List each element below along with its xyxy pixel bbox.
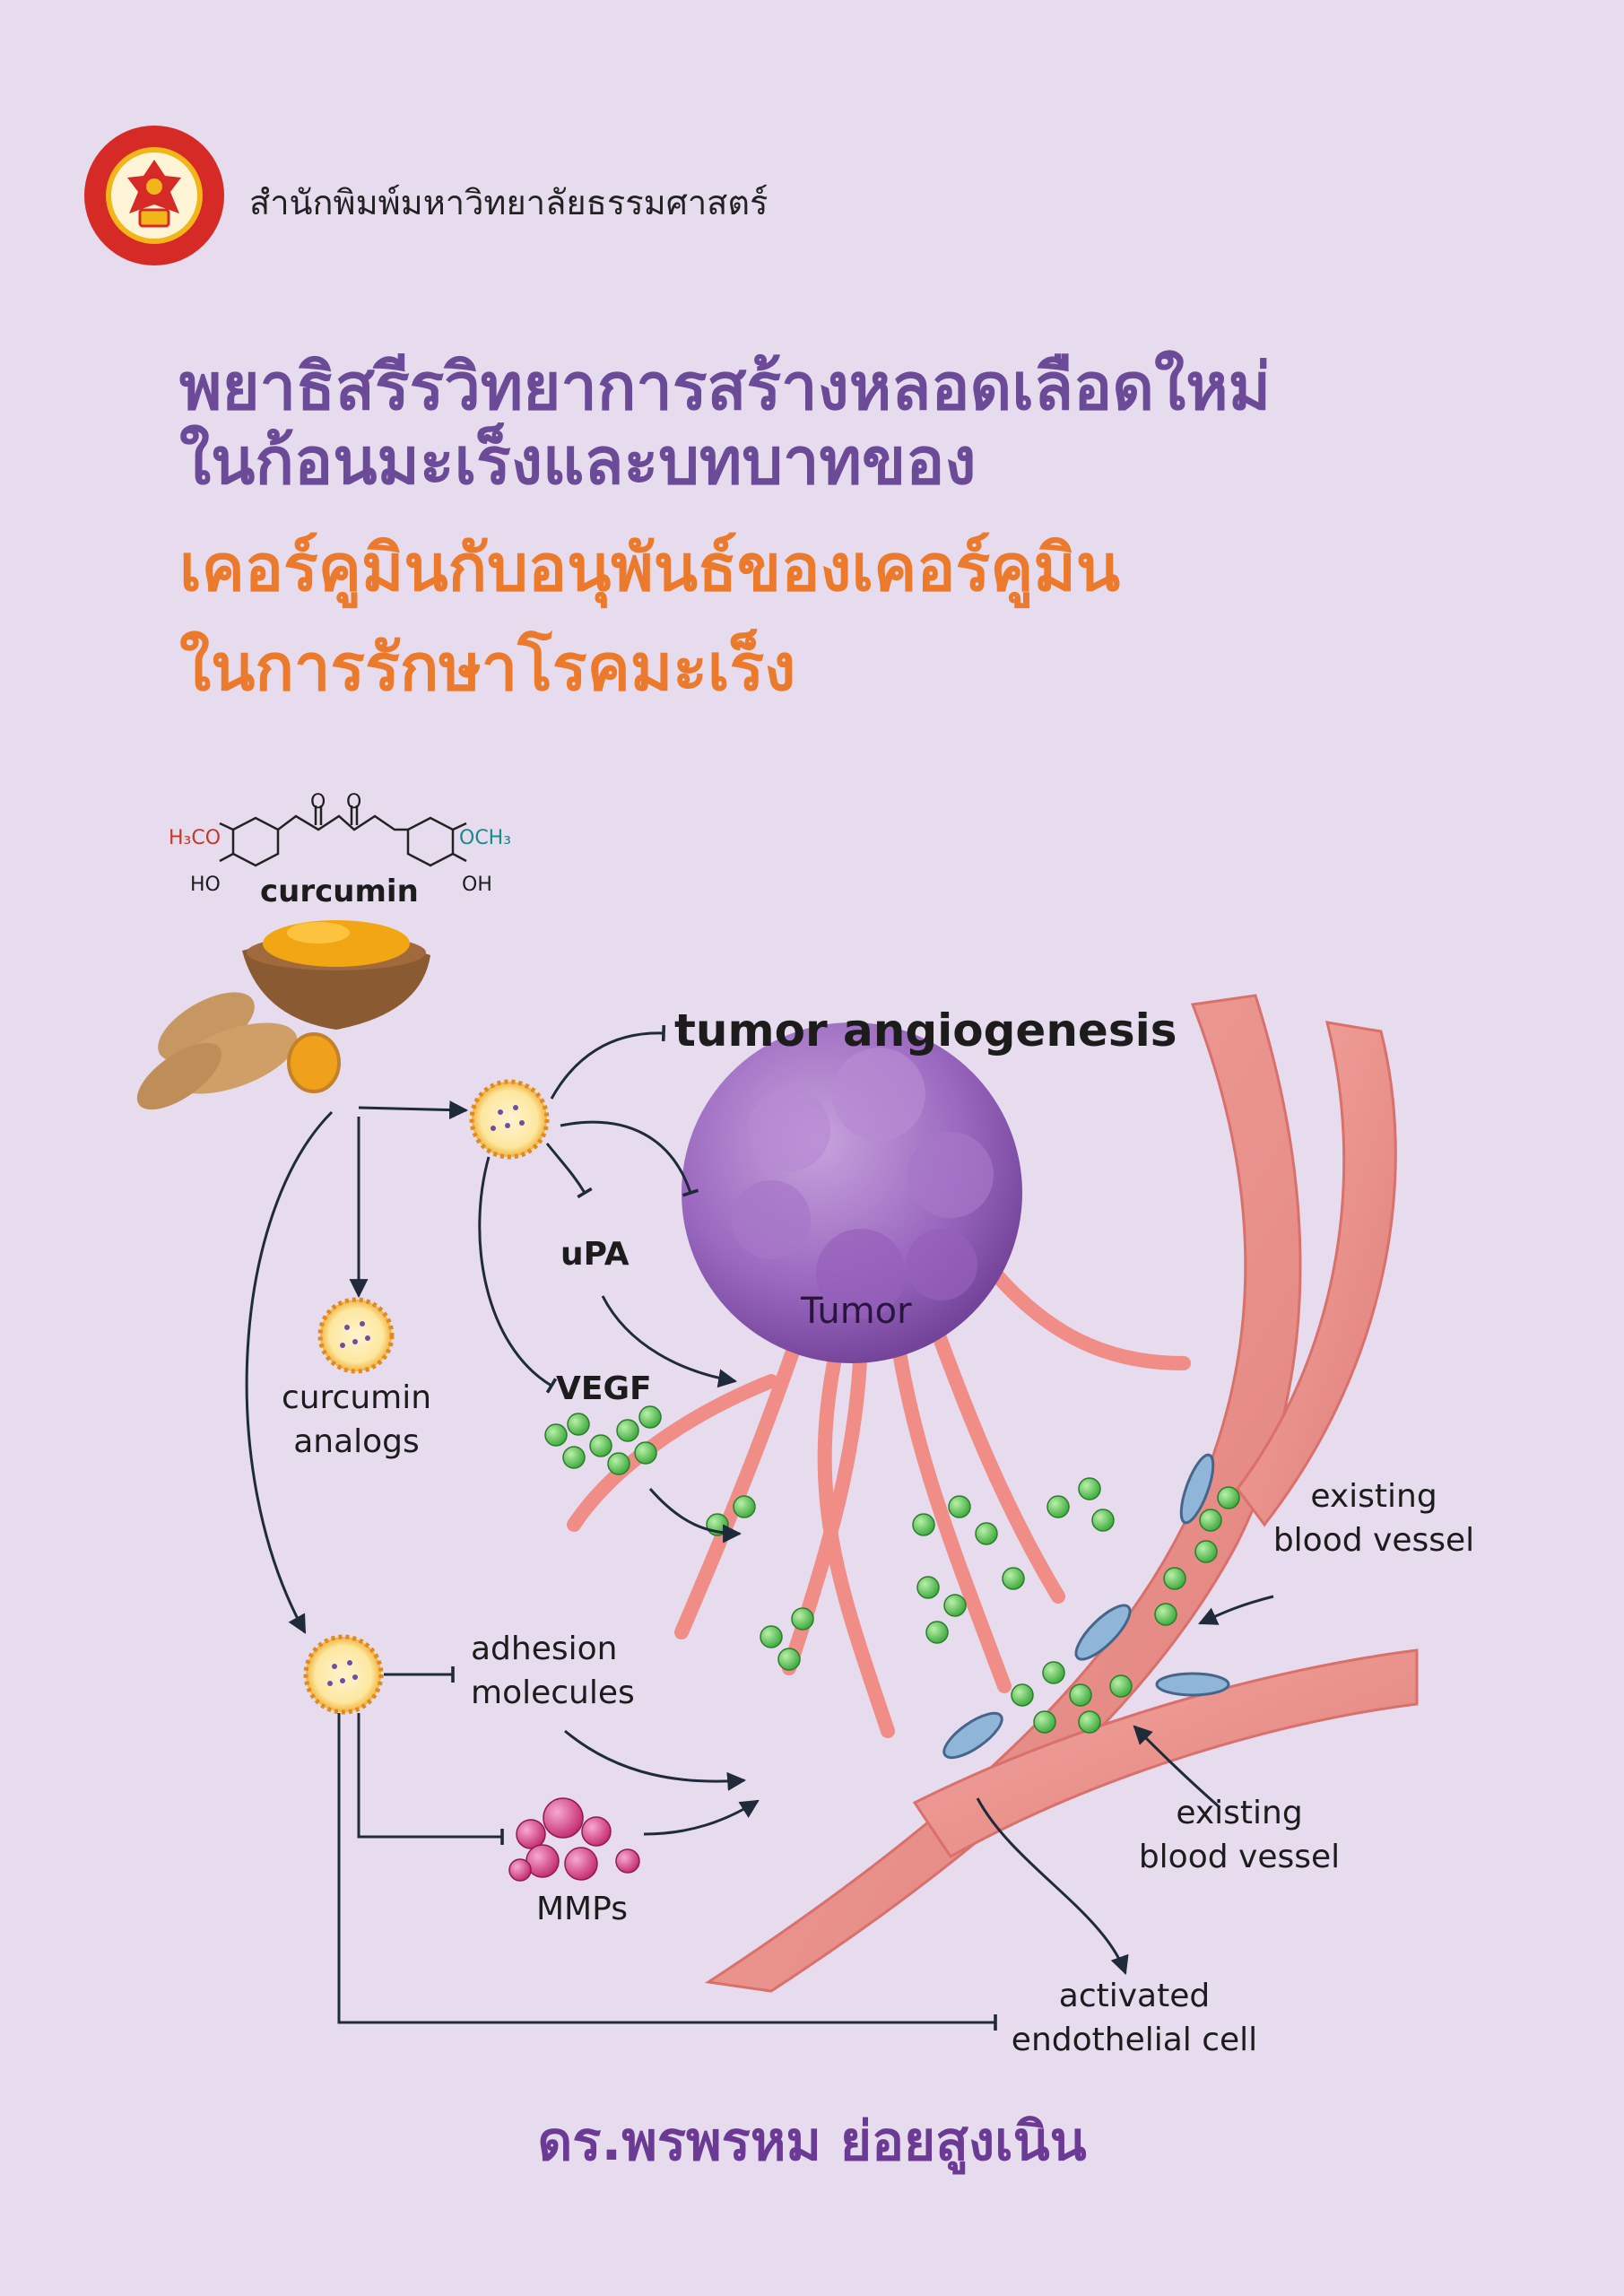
tumor-angiogenesis-heading: tumor angiogenesis bbox=[674, 1004, 1177, 1057]
mmps-cluster bbox=[508, 1797, 640, 1882]
turmeric-icon bbox=[136, 920, 430, 1110]
curcumin-analogs-liposome bbox=[317, 1297, 395, 1374]
curcumin-liposome-bottom bbox=[303, 1634, 384, 1715]
author-name: ดร.พรพรหม ย่อยสูงเนิน bbox=[537, 2110, 1087, 2173]
vegf-label: VEGF bbox=[556, 1370, 652, 1407]
book-title: พยาธิสรีรวิทยาการสร้างหลอดเลือดใหม่ ในก้… bbox=[179, 350, 1524, 718]
blood-vessel-branch bbox=[1236, 1021, 1397, 1527]
tumor-mass bbox=[682, 1022, 1022, 1363]
publisher-name: สำนักพิมพ์มหาวิทยาลัยธรรมศาสตร์ bbox=[249, 183, 769, 222]
vegf-particles bbox=[544, 1405, 662, 1475]
analogs-line-1: curcumin bbox=[281, 1379, 432, 1416]
chem-oh: OH bbox=[462, 874, 492, 896]
adhesion-line-2: molecules bbox=[471, 1674, 635, 1711]
curcumin-analogs-label: curcumin analogs bbox=[278, 1377, 435, 1464]
existing-vessel-top-label: existing blood vessel bbox=[1266, 1475, 1481, 1562]
angiogenesis-diagram: H₃CO OCH₃ HO OH O O curcumin tumor angio… bbox=[0, 789, 1624, 2081]
chem-right-group: OCH₃ bbox=[459, 827, 512, 849]
activated-endothelial-label: activated endothelial cell bbox=[1004, 1975, 1264, 2062]
endo-line-1: activated bbox=[1058, 1978, 1211, 2014]
tumor-label: Tumor bbox=[801, 1291, 912, 1332]
title-line-2: ในก้อนมะเร็งและบทบาทของ bbox=[179, 422, 977, 499]
upa-label: uPA bbox=[560, 1236, 630, 1273]
vessel-bottom-line-2: blood vessel bbox=[1138, 1838, 1341, 1875]
vessel-top-line-1: existing bbox=[1310, 1478, 1437, 1515]
growth-factor-particles bbox=[706, 1477, 1240, 1734]
endo-line-2: endothelial cell bbox=[1011, 2021, 1258, 2058]
subtitle-line-2: ในการรักษาโรคมะเร็ง bbox=[179, 630, 796, 706]
mmps-label: MMPs bbox=[536, 1891, 628, 1927]
analogs-line-2: analogs bbox=[293, 1422, 420, 1460]
thammasat-university-seal-icon bbox=[84, 126, 224, 265]
curcumin-liposome-top bbox=[469, 1079, 550, 1160]
adhesion-molecules-label: adhesion molecules bbox=[471, 1628, 635, 1715]
title-line-1: พยาธิสรีรวิทยาการสร้างหลอดเลือดใหม่ bbox=[179, 349, 1272, 424]
pathway-arrows bbox=[245, 1024, 1274, 2031]
existing-vessel-bottom-label: existing blood vessel bbox=[1132, 1792, 1347, 1879]
vessel-bottom-line-1: existing bbox=[1176, 1795, 1303, 1831]
subtitle-line-1: เคอร์คูมินกับอนุพันธ์ของเคอร์คูมิน bbox=[179, 529, 1121, 605]
chem-ho: HO bbox=[190, 874, 221, 896]
vessel-top-line-2: blood vessel bbox=[1272, 1521, 1475, 1559]
adhesion-line-1: adhesion bbox=[471, 1631, 618, 1667]
chem-left-group: H₃CO bbox=[169, 827, 221, 849]
chem-o-2: O bbox=[346, 791, 362, 813]
chem-o-1: O bbox=[310, 791, 326, 813]
curcumin-structure-icon bbox=[219, 805, 467, 867]
blood-vessel-horizontal bbox=[912, 1648, 1419, 1858]
diagram-artwork bbox=[136, 805, 1419, 2031]
curcumin-label: curcumin bbox=[260, 874, 419, 909]
